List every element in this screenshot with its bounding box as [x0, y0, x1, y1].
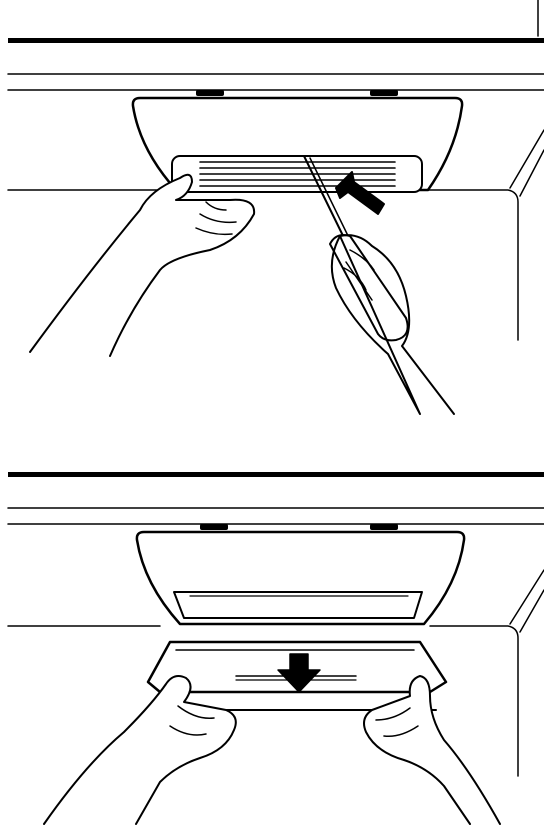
- mount-knob-right: [370, 90, 398, 96]
- cabinet-door-edge-2: [520, 150, 544, 196]
- step-1-illustration: [0, 0, 544, 420]
- step-2-illustration: [0, 420, 544, 828]
- left-hand: [44, 676, 236, 824]
- mount-knob-left: [196, 90, 224, 96]
- cabinet-door-edge: [510, 570, 544, 624]
- mount-knob-left: [200, 524, 228, 530]
- header-rule: [8, 38, 544, 43]
- cabinet-edge-right: [428, 190, 518, 340]
- header-rule: [8, 472, 544, 477]
- cabinet-door-edge-2: [520, 590, 544, 632]
- step-1-drawing: [0, 0, 544, 420]
- mount-knob-right: [370, 524, 398, 530]
- left-hand: [30, 175, 254, 356]
- right-hand: [364, 676, 500, 824]
- step-2-drawing: [0, 420, 544, 828]
